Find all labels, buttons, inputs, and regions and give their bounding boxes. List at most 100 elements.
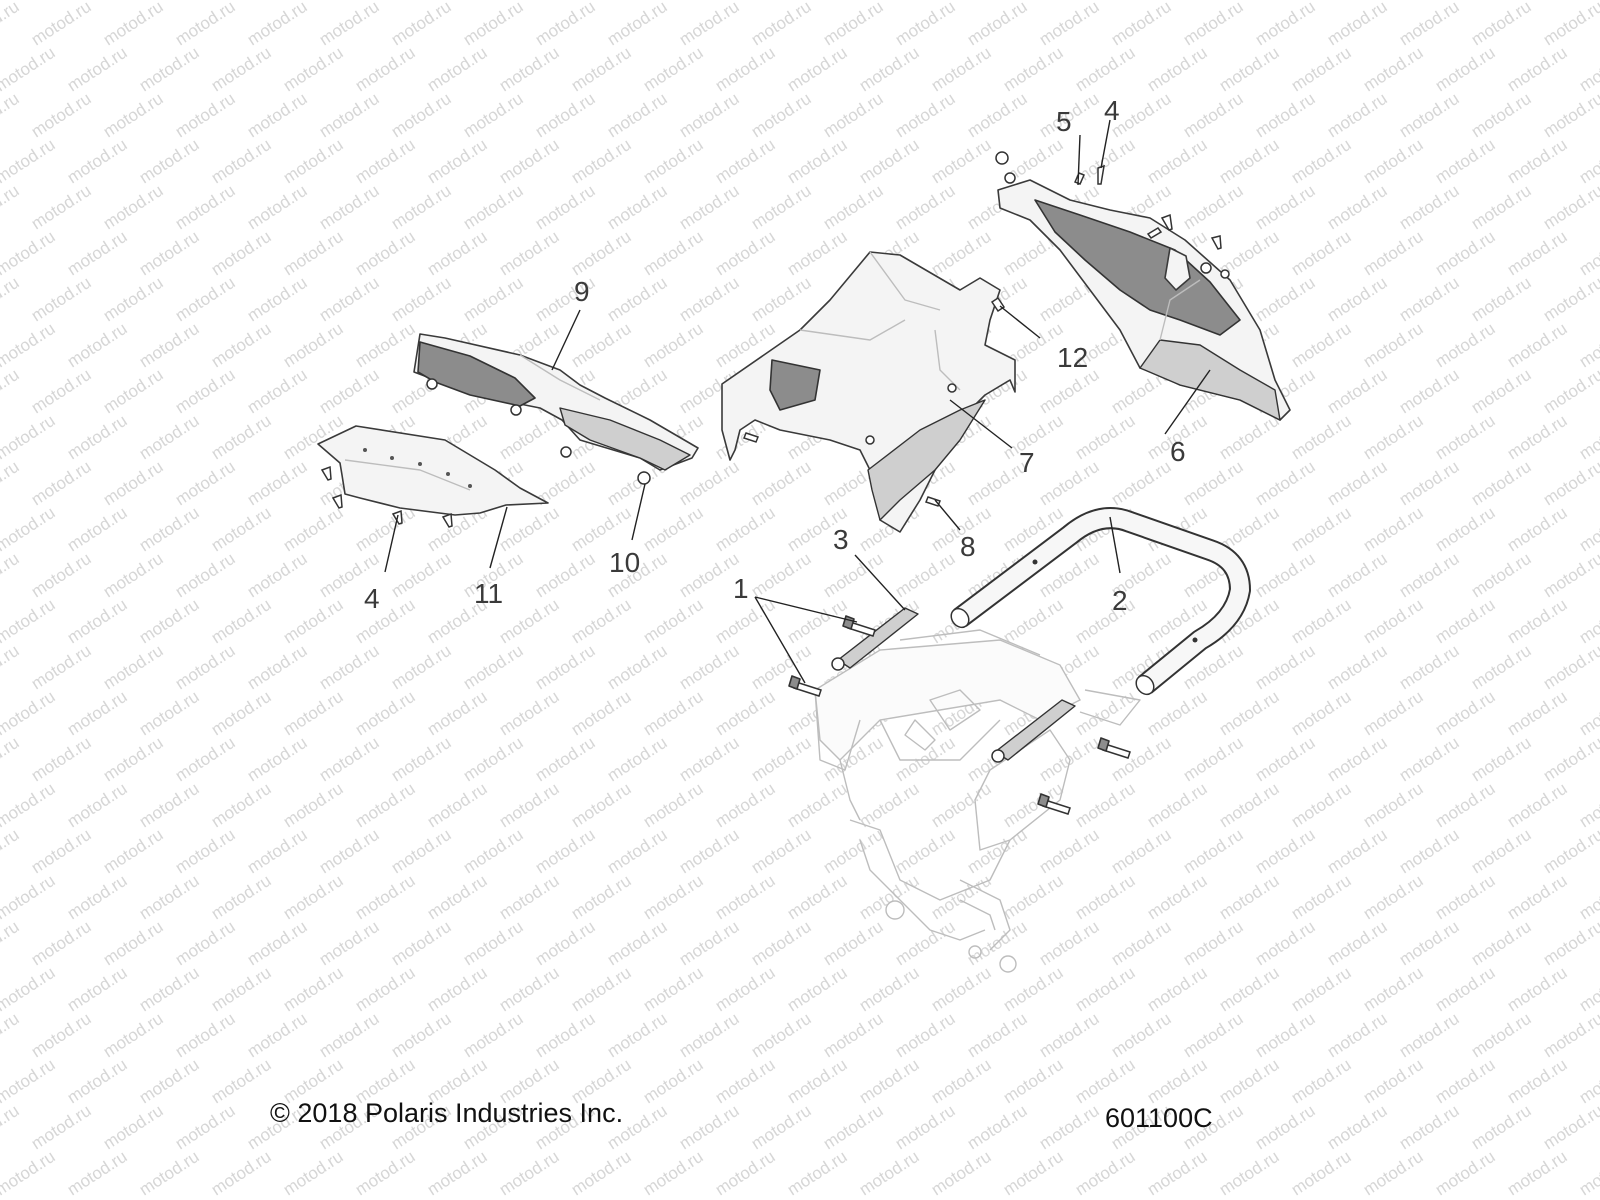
- watermark-text: motod.ru: [0, 549, 22, 601]
- watermark-text: motod.ru: [604, 0, 671, 49]
- watermark-text: motod.ru: [1180, 733, 1247, 785]
- callout-2: 2: [1112, 585, 1128, 616]
- watermark-text: motod.ru: [1288, 411, 1355, 463]
- watermark-text: motod.ru: [1540, 1009, 1600, 1061]
- watermark-text: motod.ru: [316, 1009, 383, 1061]
- watermark-text: motod.ru: [208, 135, 275, 187]
- watermark-text: motod.ru: [640, 1147, 707, 1199]
- watermark-text: motod.ru: [244, 733, 311, 785]
- callout-8: 8: [960, 531, 976, 562]
- watermark-text: motod.ru: [1288, 871, 1355, 923]
- watermark-text: motod.ru: [28, 733, 95, 785]
- watermark-text: motod.ru: [28, 181, 95, 233]
- watermark-text: motod.ru: [640, 43, 707, 95]
- watermark-text: motod.ru: [136, 319, 203, 371]
- watermark-text: motod.ru: [568, 871, 635, 923]
- watermark-text: motod.ru: [64, 779, 131, 831]
- watermark-text: motod.ru: [604, 181, 671, 233]
- watermark-text: motod.ru: [496, 1147, 563, 1199]
- watermark-text: motod.ru: [712, 1055, 779, 1107]
- watermark-text: motod.ru: [496, 595, 563, 647]
- watermark-text: motod.ru: [1396, 1101, 1463, 1153]
- watermark-text: motod.ru: [1396, 641, 1463, 693]
- watermark-text: motod.ru: [928, 1055, 995, 1107]
- watermark-text: motod.ru: [1540, 1101, 1600, 1153]
- drawing-number: 601100C: [1105, 1103, 1213, 1133]
- watermark-text: motod.ru: [748, 273, 815, 325]
- watermark-text: motod.ru: [424, 687, 491, 739]
- watermark-text: motod.ru: [640, 871, 707, 923]
- watermark-text: motod.ru: [748, 549, 815, 601]
- watermark-text: motod.ru: [1144, 1147, 1211, 1199]
- watermark-text: motod.ru: [1432, 411, 1499, 463]
- watermark-text: motod.ru: [676, 0, 743, 49]
- watermark-text: motod.ru: [712, 135, 779, 187]
- watermark-text: motod.ru: [1252, 641, 1319, 693]
- watermark-text: motod.ru: [568, 595, 635, 647]
- watermark-text: motod.ru: [388, 549, 455, 601]
- watermark-text: motod.ru: [1108, 0, 1175, 49]
- watermark-text: motod.ru: [712, 963, 779, 1015]
- watermark-text: motod.ru: [1216, 1147, 1283, 1199]
- watermark-text: motod.ru: [136, 411, 203, 463]
- watermark-text: motod.ru: [1216, 1055, 1283, 1107]
- watermark-text: motod.ru: [1216, 687, 1283, 739]
- watermark-text: motod.ru: [1000, 963, 1067, 1015]
- watermark-text: motod.ru: [0, 181, 22, 233]
- watermark-text: motod.ru: [1468, 273, 1535, 325]
- watermark-text: motod.ru: [820, 1101, 887, 1153]
- watermark-text: motod.ru: [1000, 871, 1067, 923]
- watermark-text: motod.ru: [1504, 135, 1571, 187]
- watermark-text: motod.ru: [856, 779, 923, 831]
- watermark-text: motod.ru: [820, 825, 887, 877]
- watermark-text: motod.ru: [424, 1147, 491, 1199]
- watermark-text: motod.ru: [1216, 963, 1283, 1015]
- watermark-text: motod.ru: [1540, 917, 1600, 969]
- watermark-text: motod.ru: [136, 1055, 203, 1107]
- watermark-text: motod.ru: [568, 319, 635, 371]
- watermark-text: motod.ru: [1288, 319, 1355, 371]
- watermark-text: motod.ru: [712, 227, 779, 279]
- watermark-text: motod.ru: [640, 595, 707, 647]
- watermark-text: motod.ru: [964, 825, 1031, 877]
- watermark-text: motod.ru: [1576, 687, 1600, 739]
- watermark-text: motod.ru: [388, 917, 455, 969]
- watermark-text: motod.ru: [1216, 135, 1283, 187]
- watermark-text: motod.ru: [892, 1009, 959, 1061]
- watermark-text: motod.ru: [964, 89, 1031, 141]
- watermark-text: motod.ru: [496, 871, 563, 923]
- watermark-text: motod.ru: [0, 319, 58, 371]
- watermark-text: motod.ru: [532, 0, 599, 49]
- watermark-text: motod.ru: [244, 641, 311, 693]
- watermark-text: motod.ru: [1360, 595, 1427, 647]
- watermark-text: motod.ru: [1576, 1055, 1600, 1107]
- watermark-text: motod.ru: [892, 549, 959, 601]
- watermark-text: motod.ru: [496, 687, 563, 739]
- watermark-text: motod.ru: [1324, 1101, 1391, 1153]
- watermark-text: motod.ru: [1576, 1147, 1600, 1199]
- watermark-text: motod.ru: [352, 687, 419, 739]
- watermark-text: motod.ru: [1504, 227, 1571, 279]
- watermark-text: motod.ru: [1072, 871, 1139, 923]
- watermark-text: motod.ru: [1576, 227, 1600, 279]
- watermark-text: motod.ru: [1360, 503, 1427, 555]
- part-12-rivet: [990, 296, 1006, 313]
- watermark-text: motod.ru: [1144, 43, 1211, 95]
- watermark-text: motod.ru: [640, 227, 707, 279]
- watermark-text: motod.ru: [136, 595, 203, 647]
- watermark-text: motod.ru: [100, 181, 167, 233]
- watermark-text: motod.ru: [1324, 917, 1391, 969]
- watermark-text: motod.ru: [352, 963, 419, 1015]
- watermark-text: motod.ru: [532, 641, 599, 693]
- watermark-text: motod.ru: [136, 687, 203, 739]
- watermark-text: motod.ru: [1468, 1009, 1535, 1061]
- watermark-text: motod.ru: [1324, 0, 1391, 49]
- watermark-text: motod.ru: [640, 503, 707, 555]
- watermark-text: motod.ru: [0, 503, 58, 555]
- watermark-text: motod.ru: [0, 595, 58, 647]
- watermark-text: motod.ru: [1288, 963, 1355, 1015]
- callout-4-lower: 4: [364, 583, 380, 614]
- watermark-text: motod.ru: [1324, 1009, 1391, 1061]
- watermark-text: motod.ru: [964, 0, 1031, 49]
